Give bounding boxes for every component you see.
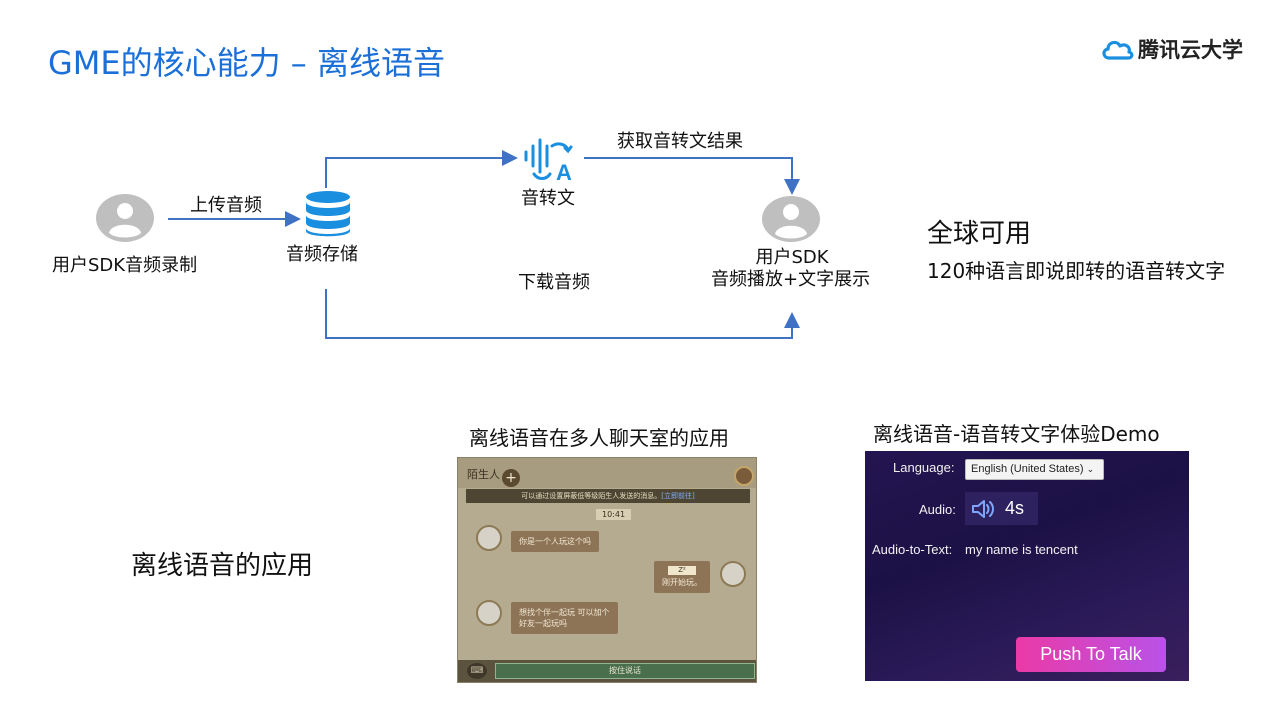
notice-link[interactable]: [立即前往] — [661, 492, 695, 500]
upload-label: 上传音频 — [190, 195, 262, 216]
avatar — [720, 561, 746, 587]
chevron-down-icon: ⌄ — [1086, 464, 1095, 474]
language-label: Language: — [893, 460, 955, 475]
cloud-icon — [1102, 40, 1134, 60]
speaker-icon — [972, 499, 994, 518]
playback-label-line1: 用户SDK — [755, 247, 829, 268]
download-label: 下载音频 — [518, 272, 590, 293]
notice-text: 可以通过设置屏蔽低等级陌生人发送的消息。 — [521, 492, 662, 500]
to-stt-line — [325, 150, 518, 188]
avatar — [476, 525, 502, 551]
record-label: 用户SDK音频录制 — [52, 255, 198, 276]
push-to-talk-button[interactable]: Push To Talk — [1016, 637, 1166, 672]
demo-caption: 离线语音-语音转文字体验Demo — [873, 422, 1160, 446]
chat-input-bar: ⌨ 按住说话 — [458, 660, 756, 682]
emoticon: Z² — [668, 566, 696, 575]
feature-title: 全球可用 — [927, 219, 1032, 249]
message-bubble: Z² 刚开始玩。 — [654, 561, 710, 593]
database-icon — [306, 191, 350, 237]
page-title: GME的核心能力 – 离线语音 — [48, 44, 445, 82]
playback-label-line2: 音频播放+文字展示 — [711, 269, 871, 290]
hold-to-talk-button[interactable]: 按住说话 — [495, 663, 755, 679]
message-text-line2: 好友一起玩吗 — [519, 619, 567, 628]
language-value: English (United States) — [971, 463, 1084, 475]
audio-player[interactable]: 4s — [965, 492, 1038, 525]
message-text-line1: 想找个伴一起玩 可以加个 — [519, 608, 610, 617]
storage-label: 音频存储 — [286, 244, 358, 265]
result-arrow — [584, 157, 800, 195]
logo-text: 腾讯云大学 — [1138, 38, 1243, 62]
language-select[interactable]: English (United States) ⌄ — [965, 459, 1104, 480]
download-arrow — [325, 289, 800, 339]
feature-desc: 120种语言即说即转的语音转文字 — [927, 259, 1226, 283]
chat-notice: 可以通过设置屏蔽低等级陌生人发送的消息。[立即前往] — [466, 489, 750, 503]
left-caption: 离线语音的应用 — [131, 551, 314, 581]
contact-name: 陌生人 — [467, 468, 500, 481]
stt-label: 音转文 — [521, 188, 575, 209]
brand-logo: 腾讯云大学 — [1100, 34, 1243, 64]
message-bubble: 你是一个人玩这个吗 — [511, 531, 599, 552]
svg-text:A: A — [556, 160, 572, 184]
stt-demo-screenshot: Language: English (United States) ⌄ Audi… — [865, 451, 1189, 681]
keyboard-icon[interactable]: ⌨ — [467, 663, 487, 679]
user-icon — [762, 196, 820, 242]
audio-length: 4s — [1005, 498, 1025, 518]
game-caption: 离线语音在多人聊天室的应用 — [469, 426, 729, 450]
chat-header: 陌生人 + — [458, 458, 756, 488]
message-text: 你是一个人玩这个吗 — [519, 537, 591, 546]
add-friend-icon[interactable]: + — [502, 469, 520, 487]
text-label: Audio-to-Text: — [872, 542, 953, 557]
game-chat-screenshot: 陌生人 + 可以通过设置屏蔽低等级陌生人发送的消息。[立即前往] 10:41 你… — [457, 457, 757, 683]
transcription-text: my name is tencent — [965, 542, 1078, 557]
message-text: 刚开始玩。 — [662, 578, 702, 587]
chat-time: 10:41 — [596, 509, 632, 520]
get-result-label: 获取音转文结果 — [617, 131, 743, 152]
audio-label: Audio: — [919, 502, 956, 517]
user-icon — [96, 194, 154, 242]
message-bubble: 想找个伴一起玩 可以加个 好友一起玩吗 — [511, 602, 618, 634]
speech-to-text-icon: A — [524, 138, 573, 184]
avatar — [476, 600, 502, 626]
profile-avatar[interactable] — [734, 466, 754, 486]
